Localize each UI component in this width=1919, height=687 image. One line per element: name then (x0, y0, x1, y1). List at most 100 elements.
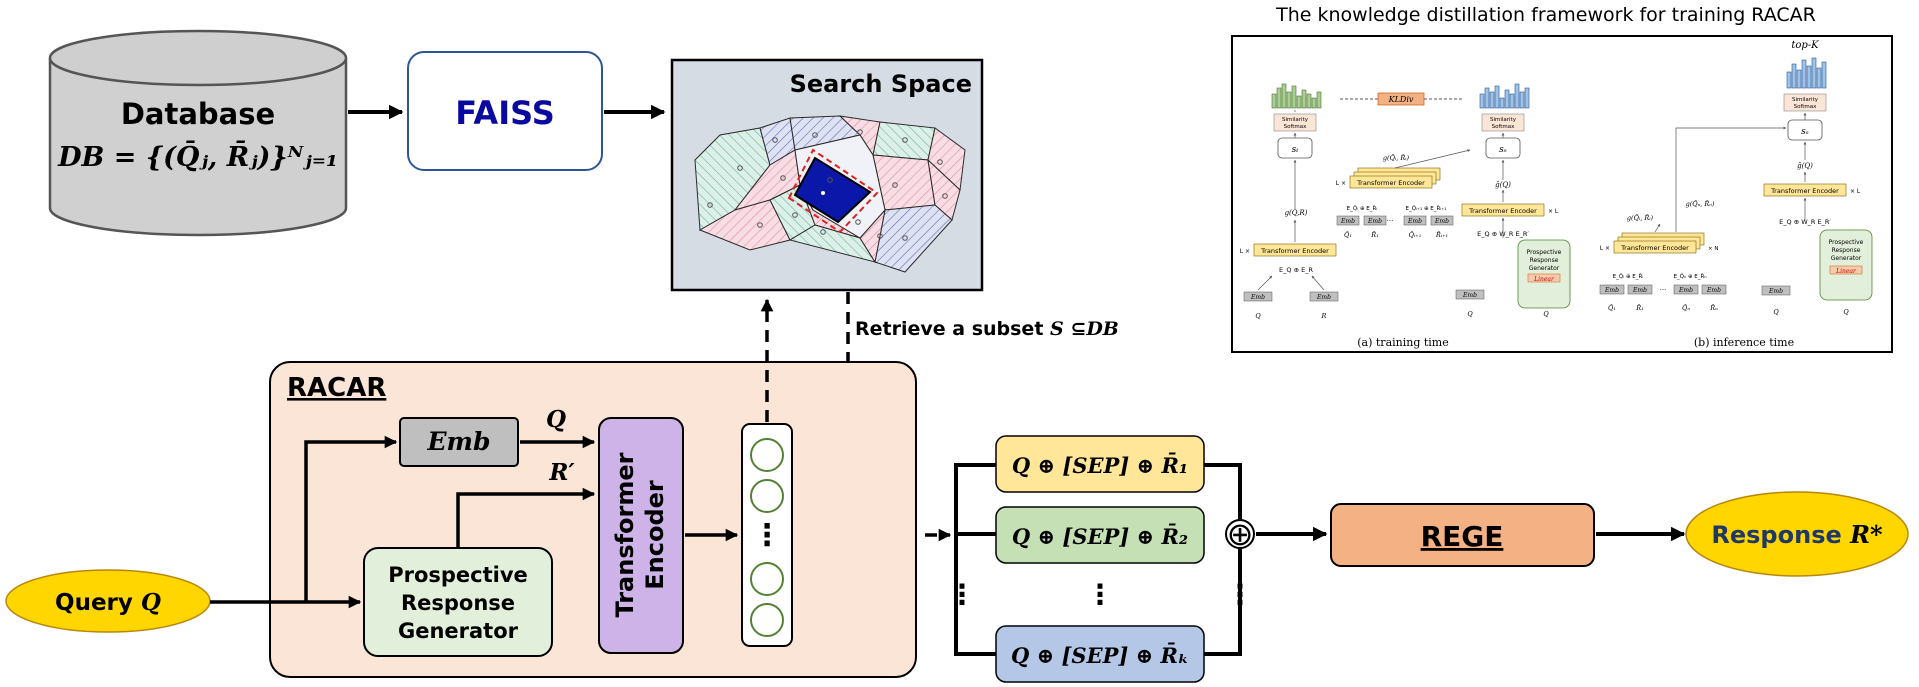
svg-text:L ×: L × (1240, 248, 1250, 255)
kd-eq-w-b: E_Q ⊕ W_R E_R′ (1779, 218, 1831, 226)
svg-text:Emb: Emb (1604, 287, 1619, 294)
kd-prg-a: Prospective Response Generator Linear (1517, 239, 1571, 309)
query-label: Query Q (55, 589, 161, 616)
svg-text:Softmax: Softmax (1794, 104, 1818, 110)
kd-caption-a: (a) training time (1357, 336, 1449, 349)
kd-caption-b: (b) inference time (1694, 336, 1794, 349)
kd-eq-pair-n: E_Q̄ₙ ⊕ E_R̄ₙ (1673, 273, 1706, 280)
response-label: Response R* (1711, 520, 1883, 549)
generator-line1: Prospective (388, 563, 528, 587)
database-title: Database (121, 97, 275, 131)
kd-title: The knowledge distillation framework for… (1275, 4, 1816, 26)
histogram-inference (1786, 57, 1827, 89)
svg-text:Emb: Emb (1768, 288, 1783, 295)
database-cylinder: Database DB = {(Q̄ⱼ, R̄ⱼ)}ᴺⱼ₌₁ (48, 29, 348, 237)
kd-gqr-label: g(Q,R) (1285, 209, 1308, 217)
svg-text:Transformer: Transformer (611, 452, 639, 617)
concat-box-3 (995, 625, 1205, 683)
svg-text:Linear: Linear (1533, 276, 1555, 283)
svg-text:Generator: Generator (1529, 265, 1560, 272)
emb-box (399, 417, 519, 467)
svg-text:× N: × N (1708, 246, 1718, 252)
svg-text:Transformer Encoder: Transformer Encoder (1770, 187, 1839, 195)
kd-eq-pair-b: E_Q̄ᵢ ⊕ E_R̄ᵢ (1613, 273, 1644, 280)
svg-text:Generator: Generator (1831, 255, 1862, 262)
svg-text:L ×: L × (1600, 245, 1610, 252)
svg-text:Transformer Encoder: Transformer Encoder (1260, 247, 1329, 255)
similarity-box-teacher: Similarity Softmax (1273, 113, 1317, 132)
retrieved-pairs-column: Q ⊕ [SEP] ⊕ R̄₁ Q ⊕ [SEP] ⊕ R̄₂ Q ⊕ [SEP… (948, 435, 1255, 683)
database-top (48, 29, 348, 87)
svg-text:Q̄ₙ: Q̄ₙ (1682, 303, 1690, 312)
svg-text:Q: Q (1843, 308, 1849, 316)
svg-text:Emb: Emb (1462, 292, 1477, 299)
svg-text:Transformer Encoder: Transformer Encoder (1468, 207, 1537, 215)
svg-text:Similarity: Similarity (1490, 117, 1517, 123)
svg-text:Transformer Encoder: Transformer Encoder (1620, 244, 1689, 252)
kd-gpair-top-label: g(Q̄ᵢ, R̄ᵢ) (1383, 153, 1410, 162)
selected-region (793, 156, 872, 224)
vector-element (750, 603, 784, 637)
column-dots-middle: ⋮ (1086, 578, 1114, 611)
kd-framework-inset: The knowledge distillation framework for… (1231, 4, 1893, 353)
kldiv-box (1377, 92, 1425, 106)
voronoi-cell (872, 121, 936, 161)
svg-text:Q̄₁: Q̄₁ (1608, 303, 1616, 312)
kd-te-stack-a: Transformer Encoder L × (1336, 167, 1441, 189)
query-point (821, 191, 825, 195)
vector-element (750, 479, 784, 513)
concat-box-1 (995, 435, 1205, 493)
svg-text:Transformer Encoder: Transformer Encoder (1356, 179, 1425, 187)
racar-module: RACAR Emb Prospective Response Generator… (269, 361, 917, 678)
database-formula: DB = {(Q̄ⱼ, R̄ⱼ)}ᴺⱼ₌₁ (57, 139, 338, 173)
svg-text:R̄₁: R̄₁ (1370, 230, 1379, 239)
svg-text:Softmax: Softmax (1284, 124, 1308, 130)
histogram-teacher (1271, 83, 1322, 109)
svg-text:sₜ: sₜ (1292, 145, 1300, 155)
arrow-query-to-emb (304, 435, 398, 602)
svg-text:R̄₁: R̄₁ (1635, 303, 1644, 312)
svg-text:Emb: Emb (1367, 218, 1382, 225)
concat-text-3: Q ⊕ [SEP] ⊕ R̄ₖ (1011, 643, 1189, 668)
search-space-panel: Search Space (670, 58, 984, 292)
vector-element (750, 438, 784, 472)
emb-label: Emb (427, 427, 491, 456)
svg-text:Emb: Emb (1678, 287, 1693, 294)
concat-text-1: Q ⊕ [SEP] ⊕ R̄₁ (1012, 453, 1188, 478)
kd-connectors (1257, 110, 1807, 291)
svg-text:Q: Q (1543, 310, 1549, 318)
faiss-frame (407, 51, 603, 171)
histogram-student (1479, 83, 1530, 109)
svg-text:sₛ: sₛ (1499, 145, 1507, 155)
svg-text:Emb: Emb (1250, 294, 1265, 301)
svg-text:Emb: Emb (1706, 287, 1721, 294)
left-bracket (954, 463, 996, 656)
concat-box-2 (995, 506, 1205, 564)
svg-text:R̄ₙ: R̄ₙ (1709, 303, 1718, 312)
kd-ellipsis-b: ··· (1660, 286, 1667, 294)
vector-ellipsis: ⋮ (752, 518, 782, 553)
vector-element (750, 562, 784, 596)
q-arrow-label: Q (546, 406, 566, 433)
teacher-score-node: sₜ (1277, 137, 1313, 159)
kd-te-inference: Transformer Encoder × L (1763, 183, 1861, 197)
svg-text:Linear: Linear (1835, 268, 1857, 275)
svg-text:L ×: L × (1336, 180, 1346, 187)
bracket-dots-right: ⋮ (1226, 578, 1254, 611)
svg-text:Emb: Emb (1632, 287, 1647, 294)
svg-text:R̄ᵢ₊₁: R̄ᵢ₊₁ (1435, 230, 1448, 239)
rege-label: REGE (1421, 520, 1504, 553)
similarity-box-student: Similarity Softmax (1481, 113, 1525, 132)
kldiv-label: KLDiv (1388, 95, 1414, 104)
transformer-encoder (598, 417, 684, 654)
inference-score-node: sₛ (1787, 119, 1823, 141)
transformer-encoder-label: Transformer Encoder (611, 452, 669, 617)
svg-text:Emb: Emb (1316, 294, 1331, 301)
svg-text:Q: Q (1467, 310, 1473, 318)
svg-text:Q: Q (1255, 312, 1261, 320)
kd-emb-boxes (1243, 215, 1855, 302)
racar-title: RACAR (287, 373, 386, 403)
kd-ghat-label-a: ĝ(Q) (1495, 181, 1511, 189)
